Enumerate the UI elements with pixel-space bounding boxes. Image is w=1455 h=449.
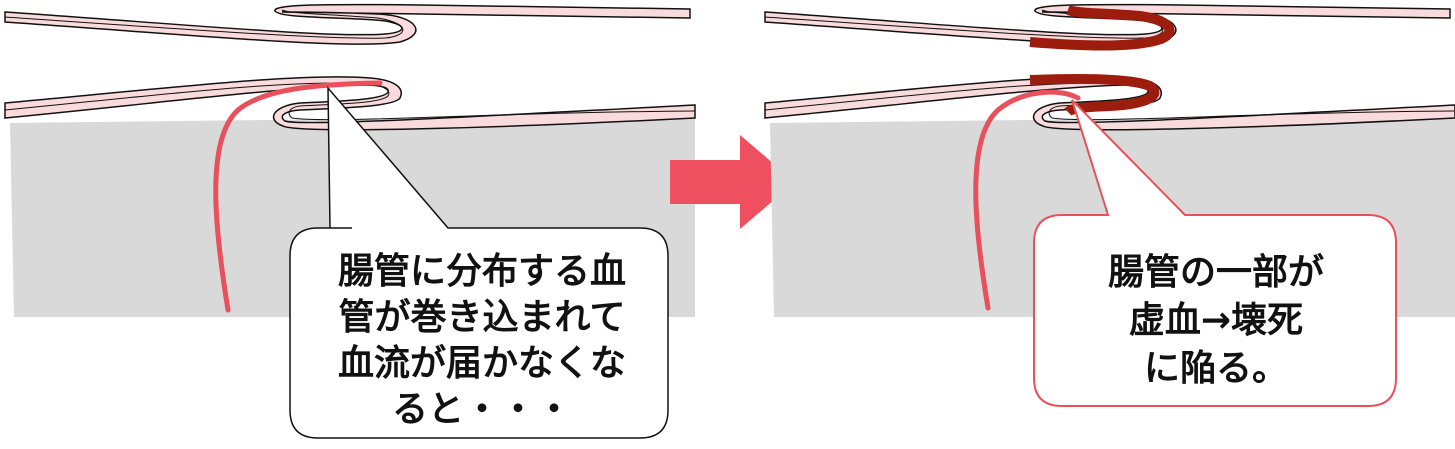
right-necrosis-lower <box>1029 73 1160 117</box>
left-blood-vessel <box>213 80 383 313</box>
left-caption-line: 管が巻き込まれて <box>338 297 626 338</box>
right-speech-bubble <box>1033 99 1397 407</box>
left-upper-inner-line <box>4 9 404 39</box>
right-caption: 腸管の一部が 虚血→壊死 に陥る。 <box>1036 249 1396 393</box>
left-caption-line: 血流が届かなくな <box>337 343 626 384</box>
left-caption: 腸管に分布する血 管が巻き込まれて 血流が届かなくな ると・・・ <box>292 249 672 433</box>
left-speech-bubble <box>289 85 669 439</box>
right-caption-line: 腸管の一部が <box>1107 252 1324 293</box>
right-necrosis-upper <box>1029 5 1175 51</box>
left-panel <box>4 3 696 439</box>
right-caption-line: に陥る。 <box>1143 348 1288 389</box>
left-upper-loop <box>4 3 691 45</box>
right-panel <box>764 3 1455 407</box>
right-blood-vessel <box>973 89 1081 311</box>
right-arrow-icon <box>670 135 795 229</box>
left-caption-line: ると・・・ <box>391 389 572 430</box>
right-caption-line: 虚血→壊死 <box>1128 300 1304 341</box>
left-caption-line: 腸管に分布する血 <box>337 251 626 292</box>
right-upper-loop <box>764 3 1451 45</box>
